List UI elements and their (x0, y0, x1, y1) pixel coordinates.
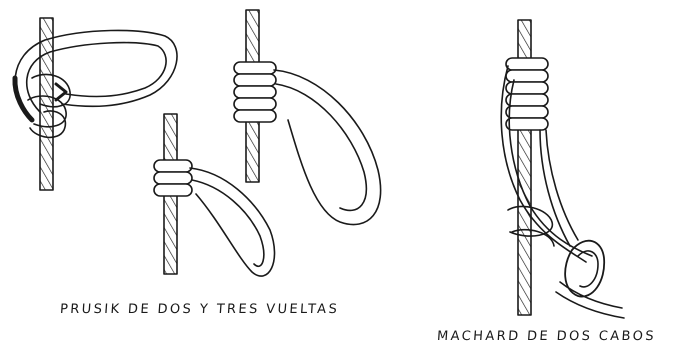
prusik-three-turns-diagram (233, 9, 382, 226)
wrap-2c (153, 183, 193, 197)
tail-loop-3-inner (275, 83, 368, 212)
wrap-4a (505, 57, 549, 71)
loop-inner-1 (26, 41, 167, 113)
caption-machard: MACHARD DE DOS CABOS (436, 329, 657, 344)
wrap-3e (233, 109, 277, 123)
wrap-3c (233, 85, 277, 99)
prusik-tying-diagram (12, 17, 178, 191)
wrap-2b (153, 171, 193, 185)
wrap-3a (233, 61, 277, 75)
wrap-2a (153, 159, 193, 173)
wrap-4b (505, 69, 549, 83)
tail-loop-2-inner (191, 179, 265, 267)
wrap-4f (505, 117, 549, 131)
loop-outer-1 (14, 29, 178, 121)
tail-loop-3-outer (273, 69, 382, 226)
prusik-two-turns-diagram (153, 113, 276, 277)
caption-prusik: PRUSIK DE DOS Y TRES VUELTAS (59, 302, 340, 317)
loop-shadow-1 (12, 75, 35, 123)
carabiner-outer (564, 239, 605, 298)
machard-two-strands-diagram (500, 19, 625, 319)
machard-strand-a (500, 65, 587, 263)
wrap-4e (505, 105, 549, 119)
carabiner-tail-a (559, 281, 623, 309)
wrap-4d (505, 93, 549, 107)
machard-strand-c (545, 129, 579, 241)
machard-strand-b (508, 79, 593, 257)
lower-wrap-4b (511, 228, 555, 247)
wrap-3d (233, 97, 277, 111)
tail-loop-2-outer (189, 167, 276, 277)
machard-strand-d (539, 129, 571, 247)
wrap-3b (233, 73, 277, 87)
wrap-lower-1 (29, 110, 67, 139)
wrap-front-1b (27, 95, 67, 128)
carabiner-inner (577, 250, 599, 288)
lower-wrap-4a (507, 205, 553, 237)
arrow-head-1 (54, 82, 68, 102)
carabiner-tail-b (555, 291, 625, 319)
wrap-front-1a (31, 73, 71, 108)
